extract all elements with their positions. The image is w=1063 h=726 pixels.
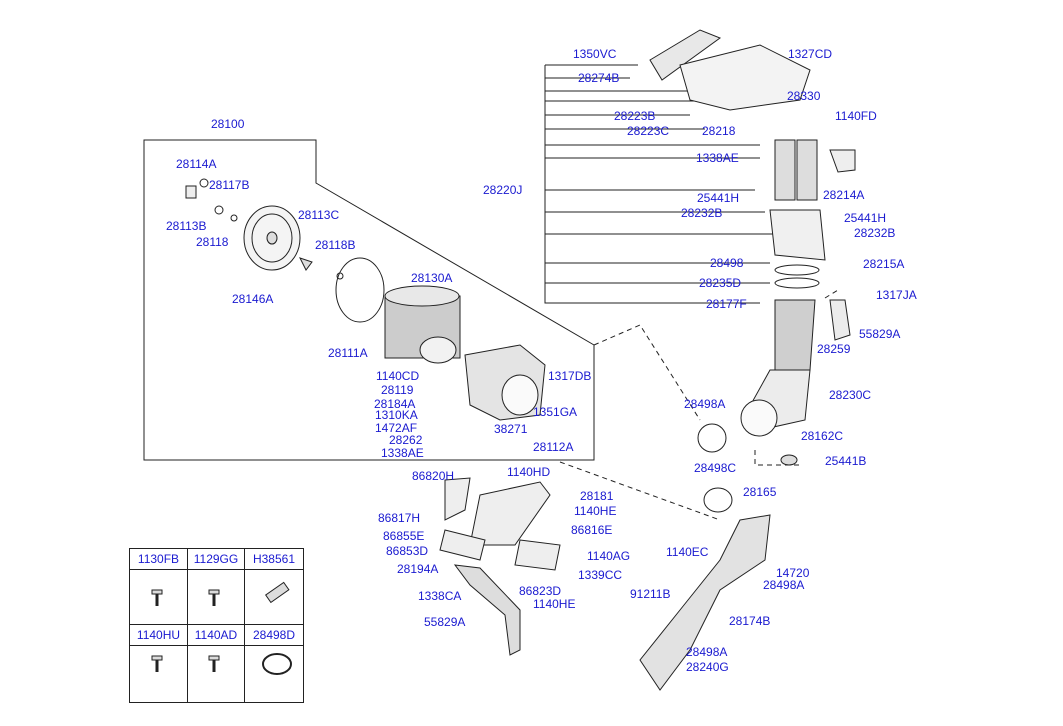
- label-25441H-a[interactable]: 25441H: [697, 191, 740, 205]
- label-1140EC[interactable]: 1140EC: [666, 545, 709, 559]
- label-28130A[interactable]: 28130A: [411, 271, 453, 285]
- legend-cell-bolt-4: [188, 646, 245, 702]
- label-28498C[interactable]: 28498C: [694, 461, 737, 475]
- label-28215A[interactable]: 28215A: [863, 257, 905, 271]
- legend-cell-bolt-3: [130, 646, 188, 702]
- label-28218[interactable]: 28218: [702, 124, 736, 138]
- label-1351GA[interactable]: 1351GA: [533, 405, 578, 419]
- label-28194A[interactable]: 28194A: [397, 562, 439, 576]
- air-duct-upper: [679, 44, 811, 111]
- label-28223B[interactable]: 28223B: [614, 109, 656, 123]
- label-55829A-r[interactable]: 55829A: [859, 327, 901, 341]
- legend-cell-pin: [245, 570, 303, 625]
- label-1140AG[interactable]: 1140AG: [587, 549, 631, 563]
- label-28214A[interactable]: 28214A: [823, 188, 865, 202]
- legend-header-1140AD[interactable]: 1140AD: [188, 625, 245, 646]
- legend-header-1140HU[interactable]: 1140HU: [130, 625, 188, 646]
- label-28498-top[interactable]: 28498: [710, 256, 744, 270]
- label-28262[interactable]: 28262: [389, 433, 423, 447]
- label-86855E[interactable]: 86855E: [383, 529, 425, 543]
- label-1140HE-a[interactable]: 1140HE: [574, 504, 617, 518]
- label-28230C[interactable]: 28230C: [829, 388, 872, 402]
- air-filter-element: [384, 285, 461, 364]
- label-28498A-l[interactable]: 28498A: [684, 397, 726, 411]
- label-1338CA[interactable]: 1338CA: [418, 589, 462, 603]
- label-1140FD[interactable]: 1140FD: [835, 109, 877, 123]
- air-cleaner-body: [464, 344, 546, 421]
- label-28240G[interactable]: 28240G: [686, 660, 729, 674]
- label-28232B-b[interactable]: 28232B: [854, 226, 896, 240]
- label-91211B[interactable]: 91211B: [630, 587, 671, 601]
- label-28220J[interactable]: 28220J: [483, 183, 523, 197]
- label-28118B[interactable]: 28118B: [315, 238, 356, 252]
- label-1339CC[interactable]: 1339CC: [578, 568, 623, 582]
- label-28498A-r[interactable]: 28498A: [763, 578, 805, 592]
- label-28274B[interactable]: 28274B: [578, 71, 620, 85]
- label-86853D[interactable]: 86853D: [386, 544, 429, 558]
- label-1327CD[interactable]: 1327CD: [788, 47, 833, 61]
- label-28113C[interactable]: 28113C: [298, 208, 340, 222]
- legend-header-28498D[interactable]: 28498D: [245, 625, 303, 646]
- label-1310KA[interactable]: 1310KA: [375, 408, 418, 422]
- label-55829A-b[interactable]: 55829A: [424, 615, 466, 629]
- label-38271[interactable]: 38271: [494, 422, 528, 436]
- label-1140HE-b[interactable]: 1140HE: [533, 597, 576, 611]
- fastener-legend-table: 1130FB 1129GG H38561 1140HU 1140AD 28498…: [129, 548, 304, 703]
- label-1338AE-l[interactable]: 1338AE: [381, 446, 424, 460]
- label-28162C[interactable]: 28162C: [801, 429, 844, 443]
- label-28235D[interactable]: 28235D: [699, 276, 742, 290]
- label-86820H[interactable]: 86820H: [412, 469, 455, 483]
- legend-header-1130FB[interactable]: 1130FB: [130, 549, 188, 570]
- label-14720[interactable]: 14720: [776, 566, 810, 580]
- label-1317DB[interactable]: 1317DB: [548, 369, 592, 383]
- label-25441H-b[interactable]: 25441H: [844, 211, 887, 225]
- legend-cell-clamp: [245, 646, 303, 702]
- label-25441B[interactable]: 25441B: [825, 454, 867, 468]
- label-28498A-b[interactable]: 28498A: [686, 645, 728, 659]
- air-intake-hose: [774, 299, 816, 371]
- label-28223C[interactable]: 28223C: [627, 124, 670, 138]
- label-28259[interactable]: 28259: [817, 342, 851, 356]
- label-1140HD[interactable]: 1140HD: [507, 465, 551, 479]
- air-cleaner-cover: [243, 205, 301, 271]
- air-cleaner-bracket: [469, 481, 551, 546]
- label-28181[interactable]: 28181: [580, 489, 614, 503]
- label-28330[interactable]: 28330: [787, 89, 821, 103]
- air-intake-grille: [649, 29, 722, 81]
- legend-header-H38561[interactable]: H38561: [245, 549, 303, 570]
- label-28232B-a[interactable]: 28232B: [681, 206, 723, 220]
- air-intake-pipe: [639, 514, 771, 691]
- label-1140CD[interactable]: 1140CD: [376, 369, 420, 383]
- label-28184A[interactable]: 28184A: [374, 397, 416, 411]
- label-1472AF[interactable]: 1472AF: [375, 421, 418, 435]
- bracket-28220J: [544, 65, 760, 304]
- label-28114A[interactable]: 28114A: [176, 157, 217, 171]
- label-28113B[interactable]: 28113B: [166, 219, 207, 233]
- label-28100[interactable]: 28100: [211, 117, 245, 131]
- label-28111A[interactable]: 28111A: [328, 346, 368, 360]
- label-86816E[interactable]: 86816E: [571, 523, 613, 537]
- legend-header-1129GG[interactable]: 1129GG: [188, 549, 245, 570]
- label-1338AE-top[interactable]: 1338AE: [696, 151, 739, 165]
- label-86823D[interactable]: 86823D: [519, 584, 562, 598]
- label-28117B[interactable]: 28117B: [209, 178, 250, 192]
- legend-cell-bolt-1: [130, 570, 188, 625]
- label-1317JA[interactable]: 1317JA: [876, 288, 917, 302]
- label-86817H[interactable]: 86817H: [378, 511, 421, 525]
- label-28146A[interactable]: 28146A: [232, 292, 274, 306]
- label-28118[interactable]: 28118: [196, 235, 229, 249]
- label-28119[interactable]: 28119: [381, 383, 414, 397]
- label-28112A[interactable]: 28112A: [533, 440, 574, 454]
- legend-cell-bolt-2: [188, 570, 245, 625]
- label-1350VC[interactable]: 1350VC: [573, 47, 617, 61]
- label-28174B[interactable]: 28174B: [729, 614, 771, 628]
- label-28177F[interactable]: 28177F: [706, 297, 747, 311]
- label-28165[interactable]: 28165: [743, 485, 777, 499]
